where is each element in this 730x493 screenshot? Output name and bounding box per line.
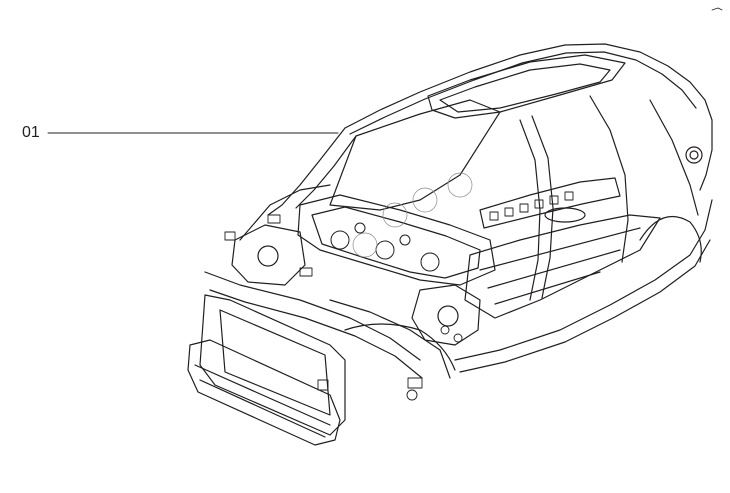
strut-tower-left [231,224,306,286]
floor-rib-3 [494,271,601,305]
watermark-circles [352,172,473,258]
apron-brace-right [344,323,456,371]
bumper-beam [187,339,341,446]
bumper-beam-line-2 [199,379,326,438]
front-rail-right [329,299,451,379]
front-rail-left [204,271,421,361]
bumper-beam-line [194,364,331,426]
sunroof-inner [439,63,611,113]
cowl-holes [330,222,440,272]
roof-inner-line [349,51,697,135]
sunroof-opening [427,54,626,119]
strut-mount-left [257,245,279,267]
side-sill-lower [459,239,711,373]
b-pillar [519,119,541,301]
fuel-door-ring-inner [689,150,699,160]
side-sill [454,199,713,361]
crossmember-holes [489,191,574,221]
strut-tower-right [411,284,481,346]
floor-rib-1 [479,227,641,271]
apron-brace-left [239,184,331,241]
a-pillar-inner [295,135,357,209]
d-pillar [649,99,699,216]
corner-mark [711,7,723,11]
c-pillar [589,95,629,263]
rear-crossmember [479,177,621,229]
fuel-door-ring [685,146,703,164]
bracket-details [224,214,463,401]
radiator-support-inner [219,309,331,416]
rear-wheel-arch [639,215,702,263]
callout-label-01: 01 [22,124,40,141]
radiator-support [199,294,346,436]
a-pillar [267,127,346,216]
strut-mount-right [437,305,459,327]
windshield-frame [329,99,501,211]
floor-pan [464,214,661,319]
floor-oval-plate [544,207,586,223]
cowl-panel-inner [311,206,481,279]
firewall-cowl [297,194,496,286]
front-rail-left-lower [209,289,423,379]
floor-rib-2 [487,249,621,289]
roof-outline [344,43,713,191]
